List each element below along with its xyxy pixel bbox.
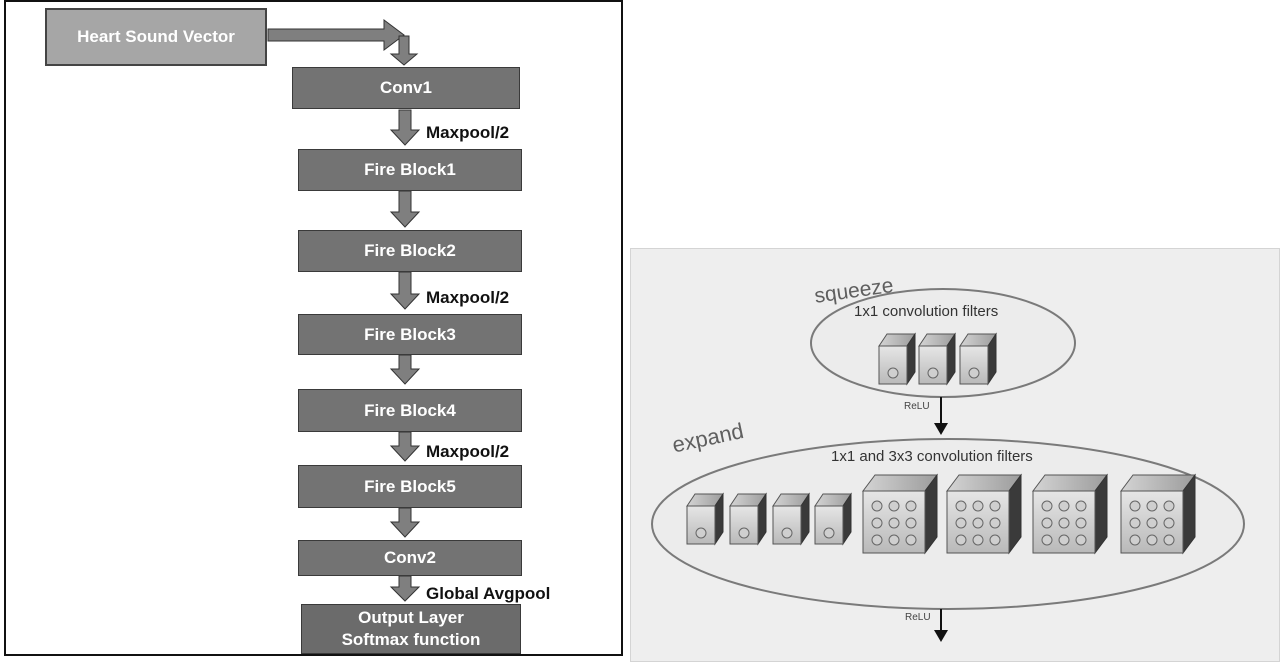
expand-subtitle: 1x1 and 3x3 convolution filters: [831, 448, 1033, 465]
squeeze-filter-2: [918, 332, 956, 386]
expand-3x3-filter-2: [946, 473, 1022, 555]
output-line-2: Softmax function: [341, 630, 481, 649]
block-fire5: Fire Block5: [298, 465, 522, 508]
squeeze-relu-label: ReLU: [904, 401, 930, 412]
squeeze-filter-1: [878, 332, 916, 386]
expand-3x3-filter-3: [1032, 473, 1108, 555]
input-down-arrow: [389, 35, 419, 66]
block-fire2: Fire Block2: [298, 230, 522, 272]
expand-1x1-filter-4: [814, 492, 852, 546]
arrow-fire2-fire3: [389, 271, 421, 310]
fire-module-pipeline-panel: Heart Sound Vector Conv1 Maxpool/2 Fire …: [4, 0, 623, 656]
input-block-heart-sound-vector: Heart Sound Vector: [45, 8, 267, 66]
expand-3x3-filter-1: [862, 473, 938, 555]
label-global-avgpool: Global Avgpool: [426, 584, 551, 603]
expand-1x1-filter-3: [772, 492, 810, 546]
squeeze-to-expand-arrow-head: [934, 423, 948, 435]
arrow-fire3-fire4: [389, 354, 421, 385]
input-arrow: [267, 19, 405, 51]
arrow-conv2-output: [389, 575, 421, 602]
arrow-fire4-fire5: [389, 431, 421, 462]
block-conv1: Conv1: [292, 67, 520, 109]
arrow-fire5-conv2: [389, 507, 421, 538]
block-fire3: Fire Block3: [298, 314, 522, 355]
block-fire4: Fire Block4: [298, 389, 522, 432]
squeeze-filter-3: [959, 332, 997, 386]
output-line-1: Output Layer: [358, 608, 464, 627]
arrow-fire1-fire2: [389, 190, 421, 228]
expand-1x1-filter-1: [686, 492, 724, 546]
down-arrows: [389, 109, 421, 602]
arrow-conv1-fire1: [389, 109, 421, 146]
block-output-layer: Output Layer Softmax function: [301, 604, 521, 654]
expand-1x1-filter-2: [729, 492, 767, 546]
expand-relu-label: ReLU: [905, 612, 931, 623]
fire-module-detail-panel: squeeze 1x1 convolution filters ReLU exp…: [630, 248, 1280, 662]
fire-module-diagram: [651, 288, 1245, 642]
expand-3x3-filter-4: [1120, 473, 1196, 555]
block-fire1: Fire Block1: [298, 149, 522, 191]
label-maxpool-3: Maxpool/2: [426, 442, 510, 461]
label-maxpool-1: Maxpool/2: [426, 123, 510, 142]
expand-output-arrow-head: [934, 630, 948, 642]
pipeline-arrows: [267, 19, 421, 602]
block-conv2: Conv2: [298, 540, 522, 576]
squeeze-subtitle: 1x1 convolution filters: [854, 303, 999, 320]
label-maxpool-2: Maxpool/2: [426, 288, 510, 307]
